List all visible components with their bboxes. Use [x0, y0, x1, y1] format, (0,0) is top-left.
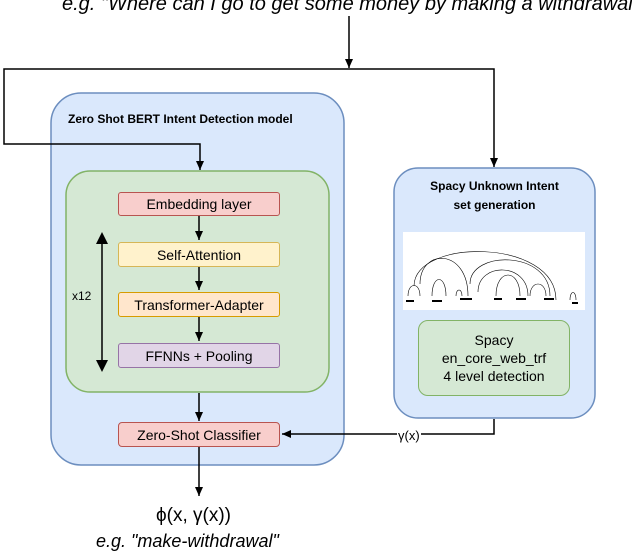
dependency-tokens [406, 298, 578, 304]
gamma-label: γ(x) [397, 428, 421, 444]
output-formula: ϕ(x, γ(x)) [156, 505, 232, 526]
spacy-model-line3: 4 level detection [443, 368, 545, 384]
embedding-layer: Embedding layer [118, 192, 280, 216]
input-to-model-arrow [3, 68, 349, 170]
input-example: e.g. "Where can I go to get some money b… [62, 0, 632, 15]
ffnn-pooling-layer: FFNNs + Pooling [118, 343, 280, 368]
self-attention-layer: Self-Attention [118, 242, 280, 267]
spacy-title-line2: set generation [453, 198, 536, 212]
spacy-title-line1: Spacy Unknown Intent [430, 179, 559, 193]
spacy-model-line2: en_core_web_trf [441, 350, 547, 366]
spacy-model-line1: Spacy [474, 332, 514, 348]
input-to-spacy-arrow [349, 68, 498, 167]
repeat-label: x12 [72, 289, 92, 303]
gamma-arrow [282, 419, 495, 438]
spacy-model-box: Spacy en_core_web_trf 4 level detection [418, 320, 570, 396]
zero-shot-classifier: Zero-Shot Classifier [118, 422, 280, 447]
transformer-adapter-layer: Transformer-Adapter [118, 292, 280, 317]
output-example: e.g. "make-withdrawal" [96, 531, 279, 551]
model-title: Zero Shot BERT Intent Detection model [68, 112, 293, 126]
